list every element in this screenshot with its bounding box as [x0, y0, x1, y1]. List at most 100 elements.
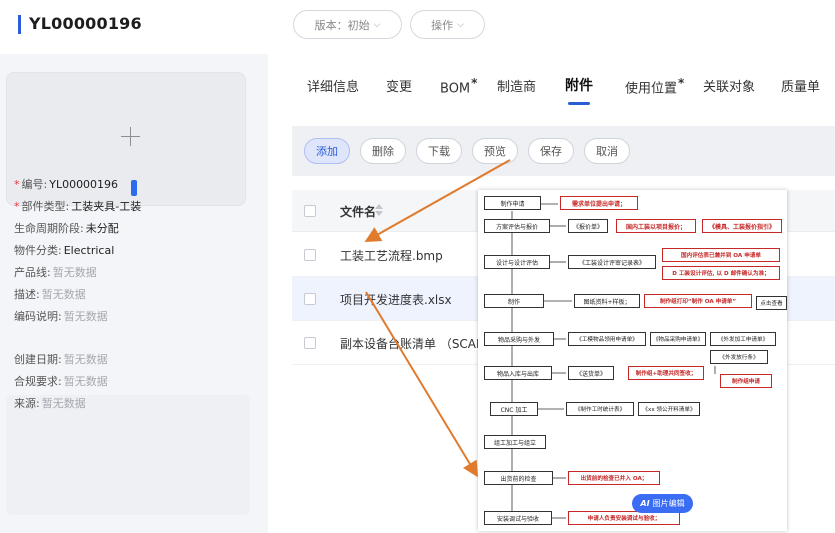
flow-note: D 工装设计评估, 以 D 邮件确认为准；	[662, 266, 780, 280]
image-upload-area[interactable]	[6, 72, 246, 206]
property-value: 暂无数据	[63, 375, 108, 388]
row-checkbox[interactable]	[304, 249, 316, 261]
flowchart-connectors	[511, 203, 716, 519]
operate-dropdown-label: 操作	[431, 18, 454, 32]
property-value: Electrical	[63, 244, 115, 257]
column-file-name: 文件名	[340, 205, 377, 219]
plus-icon	[121, 127, 140, 146]
page-title: YL00000196	[29, 14, 142, 33]
property-value: YL00000196	[49, 178, 119, 191]
flow-step-make: 制作	[484, 294, 544, 308]
flow-note: 出货前的检查已并入 OA；	[568, 471, 660, 485]
property-key: 描述:	[14, 288, 40, 301]
tab-label: 详细信息	[307, 80, 360, 95]
add-button[interactable]: 添加	[304, 138, 350, 164]
tab-attachments[interactable]: 附件	[565, 75, 593, 105]
save-button[interactable]: 保存	[528, 138, 574, 164]
select-all-checkbox[interactable]	[304, 205, 316, 217]
tab-label: 变更	[386, 80, 413, 95]
flow-note: 制作组+助理共同签收；	[628, 366, 704, 380]
tab-label: 使用位置	[625, 81, 678, 97]
flow-note: 国内工装以项目报价；	[616, 219, 696, 233]
tab-details[interactable]: 详细信息	[307, 76, 359, 95]
flow-step-design: 设计与设计评估	[484, 255, 550, 269]
tab-bom[interactable]: BOM*	[440, 76, 477, 96]
download-button[interactable]: 下载	[416, 138, 462, 164]
flow-step-assembly: 组工加工与组立	[484, 435, 546, 449]
flow-step-install: 安装调试与验收	[484, 511, 552, 525]
property-list: *编号:YL00000196 *部件类型:工装夹具-工装 生命周期阶段:未分配 …	[14, 174, 141, 328]
property-key: 物件分类:	[14, 244, 62, 257]
sort-icon[interactable]	[374, 203, 384, 217]
property-key: 创建日期:	[14, 353, 62, 366]
flow-doc: 《外发加工申请单》	[710, 332, 776, 346]
property-row-compliance: 合规要求:暂无数据	[14, 371, 108, 393]
tab-where-used[interactable]: 使用位置*	[625, 76, 684, 96]
property-value: 暂无数据	[41, 397, 86, 410]
preview-button[interactable]: 预览	[472, 138, 518, 164]
flow-step-stock: 物品入库与出库	[484, 366, 552, 380]
flow-note: 制作组申请	[720, 374, 772, 388]
property-value: 暂无数据	[52, 266, 97, 279]
file-name-cell[interactable]: 工装工艺流程.bmp	[340, 249, 443, 263]
cancel-button[interactable]: 取消	[584, 138, 630, 164]
file-name-cell[interactable]: 项目开发进度表.xlsx	[340, 293, 452, 307]
flow-step-inspection: 出货前的检查	[484, 471, 553, 485]
ai-image-edit-button[interactable]: AI 图片编辑	[632, 494, 693, 513]
flow-doc: 《xx 领公开料清单》	[638, 402, 700, 416]
row-checkbox[interactable]	[304, 293, 316, 305]
flow-doc: 《工装设计评审记录表》	[568, 255, 656, 269]
property-row-description: 描述:暂无数据	[14, 284, 141, 306]
tab-changes[interactable]: 变更	[386, 76, 412, 95]
star-mark: *	[471, 76, 478, 90]
tab-related-objects[interactable]: 关联对象	[703, 76, 755, 95]
property-row-id: *编号:YL00000196	[14, 174, 141, 196]
flow-step-cnc: CNC 加工	[490, 402, 538, 416]
property-key: 部件类型:	[21, 200, 70, 213]
ai-icon: AI	[640, 499, 650, 508]
flowchart-preview-image: 制作申请 需求单位提出申请； 方案评估与报价 《报价单》 国内工装以项目报价； …	[478, 190, 787, 531]
flow-note: 国内评估表已兼并到 OA 申请单	[662, 248, 780, 262]
version-dropdown-label: 版本：初始	[314, 18, 370, 32]
property-key: 来源:	[14, 397, 40, 410]
flow-note: 制作组打印“制作 OA 申请单”	[644, 294, 752, 308]
property-row-code-note: 编码说明:暂无数据	[14, 306, 141, 328]
flow-step-request: 制作申请	[484, 196, 541, 210]
tab-manufacturer[interactable]: 制造商	[497, 76, 536, 95]
flow-note: 《模具、工装报价指引》	[702, 219, 782, 233]
image-indicator	[131, 180, 137, 196]
chevron-down-icon: ⌵	[373, 19, 381, 30]
flow-doc: 图纸资料+样板；	[574, 294, 640, 308]
delete-button[interactable]: 删除	[360, 138, 406, 164]
required-mark: *	[14, 178, 20, 191]
tab-quality[interactable]: 质量单	[781, 76, 820, 95]
property-row-source: 来源:暂无数据	[14, 393, 108, 415]
property-row-created: 创建日期:暂无数据	[14, 349, 108, 371]
operate-dropdown[interactable]: 操作 ⌵	[410, 10, 485, 39]
flow-doc: 《物品采购申请单》	[650, 332, 706, 346]
property-value: 暂无数据	[41, 288, 86, 301]
property-value: 暂无数据	[63, 353, 108, 366]
property-row-product-line: 产品线:暂无数据	[14, 262, 141, 284]
version-dropdown[interactable]: 版本：初始 ⌵	[293, 10, 402, 39]
property-key: 生命周期阶段:	[14, 222, 84, 235]
property-value: 未分配	[85, 222, 119, 235]
flow-doc: 《送货单》	[568, 366, 614, 380]
property-key: 合规要求:	[14, 375, 62, 388]
property-value: 暂无数据	[63, 310, 108, 323]
flow-step-evaluation: 方案评估与报价	[484, 219, 550, 233]
view-more-link[interactable]: 点击查看	[756, 296, 787, 310]
flow-doc: 《工模物品领用申请单》	[568, 332, 646, 346]
star-mark: *	[678, 76, 685, 90]
tab-label: BOM	[440, 81, 471, 97]
row-checkbox[interactable]	[304, 337, 316, 349]
property-key: 产品线:	[14, 266, 51, 279]
tab-label: 制造商	[497, 80, 537, 95]
flow-note: 申请人负责安装调试与验收；	[568, 511, 680, 525]
property-row-category: 物件分类:Electrical	[14, 240, 141, 262]
tab-label: 关联对象	[703, 80, 756, 95]
flow-doc: 《制作工时统计表》	[566, 402, 634, 416]
part-summary-panel	[0, 54, 268, 533]
property-row-type: *部件类型:工装夹具-工装	[14, 196, 141, 218]
required-mark: *	[14, 200, 20, 213]
